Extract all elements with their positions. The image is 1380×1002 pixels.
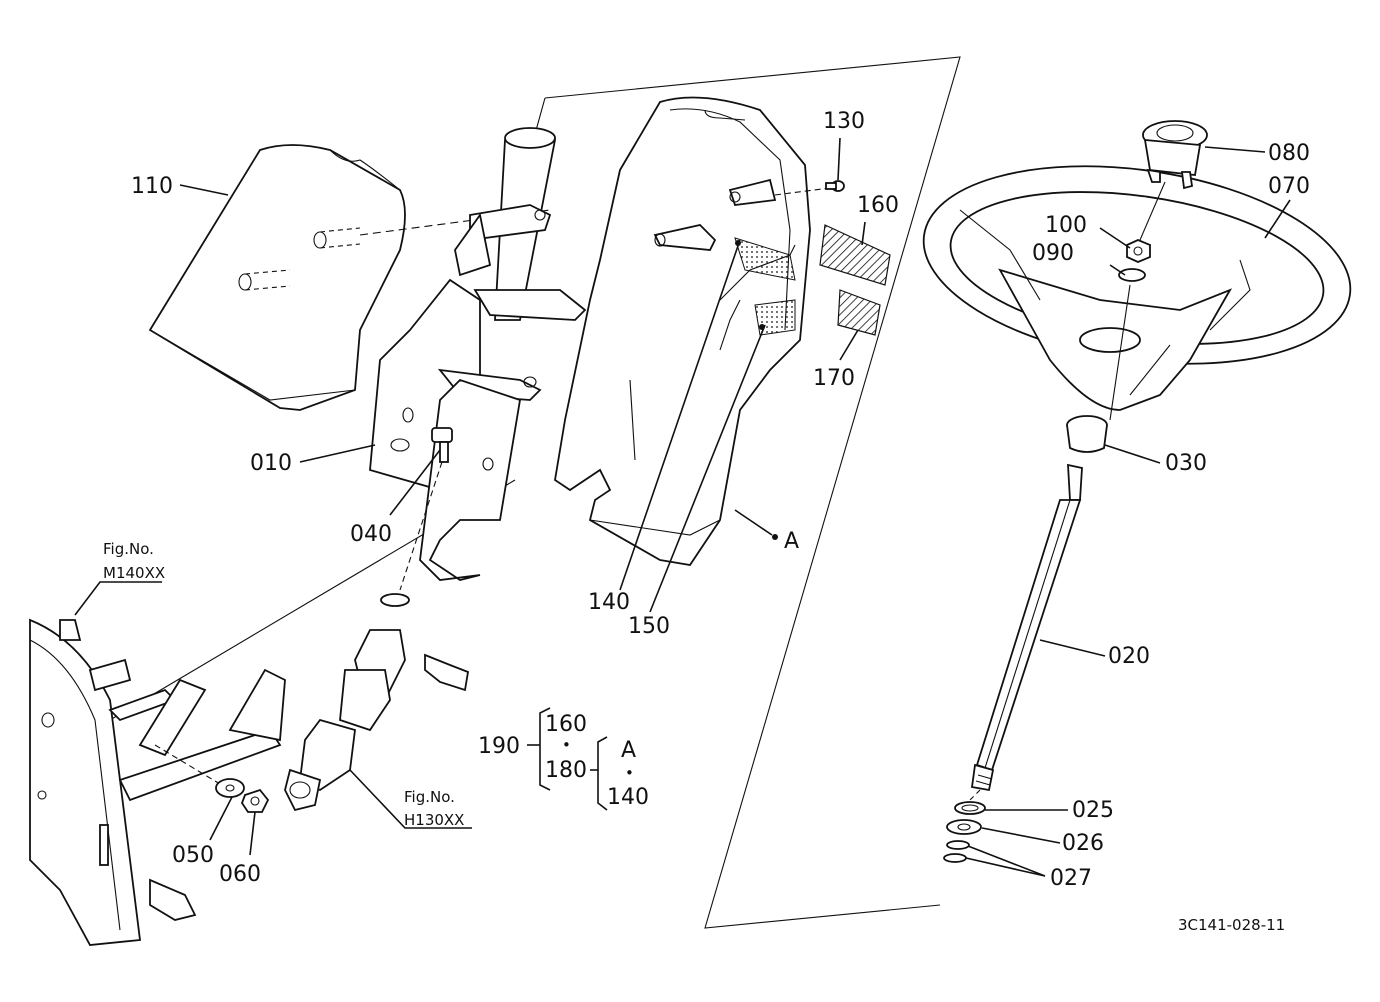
figref-top-line1: Fig.No. bbox=[103, 540, 154, 558]
marker-dot bbox=[759, 324, 765, 330]
kit-label-180: 180 bbox=[545, 758, 587, 783]
label-030: 030 bbox=[1165, 451, 1207, 476]
label-170: 170 bbox=[813, 366, 855, 391]
figref-bottom-line2: H130XX bbox=[404, 811, 464, 829]
part-100-nut bbox=[1126, 239, 1151, 263]
label-020: 020 bbox=[1108, 644, 1150, 669]
label-060: 060 bbox=[219, 862, 261, 887]
kit-dot-1: • bbox=[562, 736, 571, 754]
part-090-washer bbox=[1118, 268, 1146, 282]
label-070: 070 bbox=[1268, 174, 1310, 199]
label-090: 090 bbox=[1032, 241, 1074, 266]
label-160: 160 bbox=[857, 193, 899, 218]
part-020-steering-shaft bbox=[967, 463, 1083, 803]
label-150: 150 bbox=[628, 614, 670, 639]
kit-dot-2: • bbox=[625, 764, 634, 782]
part-160-decal bbox=[819, 224, 891, 286]
part-040-bolt bbox=[399, 427, 453, 591]
label-050: 050 bbox=[172, 843, 214, 868]
part-026-washer bbox=[946, 819, 982, 835]
label-027: 027 bbox=[1050, 866, 1092, 891]
label-140: 140 bbox=[588, 590, 630, 615]
part-027-shim bbox=[943, 840, 970, 863]
part-130-screw bbox=[825, 180, 845, 192]
kit-label-190: 190 bbox=[478, 734, 520, 759]
label-A: A bbox=[784, 529, 799, 554]
marker-dot bbox=[772, 534, 778, 540]
label-010: 010 bbox=[250, 451, 292, 476]
part-030-bushing bbox=[1066, 415, 1108, 453]
part-frame-lower-left bbox=[29, 618, 286, 946]
part-025-snap-ring bbox=[954, 801, 986, 815]
marker-dot bbox=[735, 240, 741, 246]
part-150-decal bbox=[734, 237, 796, 336]
label-026: 026 bbox=[1062, 831, 1104, 856]
drawing-code: 3C141-028-11 bbox=[1178, 916, 1285, 934]
label-080: 080 bbox=[1268, 141, 1310, 166]
kit-bracket bbox=[527, 707, 608, 811]
label-040: 040 bbox=[350, 522, 392, 547]
figref-top-line2: M140XX bbox=[103, 564, 165, 582]
part-060-nut bbox=[240, 788, 270, 813]
leader-lines bbox=[74, 137, 1291, 877]
label-100: 100 bbox=[1045, 213, 1087, 238]
part-170-decal bbox=[837, 289, 881, 336]
part-050-washer bbox=[215, 778, 245, 798]
figref-bottom-line1: Fig.No. bbox=[404, 788, 455, 806]
label-110: 110 bbox=[131, 174, 173, 199]
part-080-cap bbox=[1139, 120, 1208, 241]
part-110-cover bbox=[148, 144, 551, 411]
label-130: 130 bbox=[823, 109, 865, 134]
label-025: 025 bbox=[1072, 798, 1114, 823]
part-140-panel bbox=[554, 96, 831, 566]
kit-label-160: 160 bbox=[545, 712, 587, 737]
kit-label-A: A bbox=[621, 738, 636, 763]
part-universal-joint bbox=[284, 593, 470, 812]
kit-label-140: 140 bbox=[607, 785, 649, 810]
